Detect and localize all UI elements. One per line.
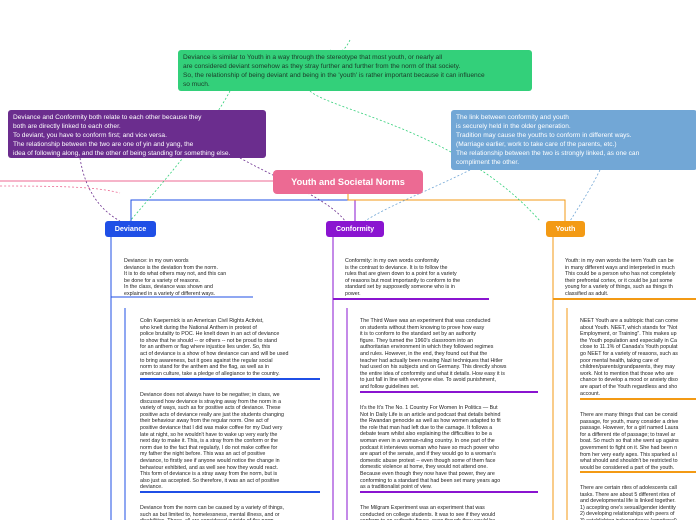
milgram-experiment-topic[interactable]: The Milgram Experiment was an experiment…	[360, 505, 496, 520]
branch-conformity[interactable]: Conformity	[326, 221, 384, 237]
central-to-youth	[347, 194, 566, 221]
underline	[140, 491, 320, 493]
left-pink-dashed-connector	[0, 185, 121, 194]
blue-note-to-conformity	[364, 169, 471, 222]
positive-deviance-topic[interactable]: Deviance does not always have to be nega…	[140, 392, 284, 491]
rites-of-passage-topic[interactable]: There are many things that can be consid…	[580, 412, 679, 471]
neet-youth-topic[interactable]: NEET Youth are a subtopic that can come …	[580, 318, 679, 397]
underline	[580, 398, 696, 400]
central-to-conformity	[347, 194, 356, 221]
underline	[333, 298, 489, 300]
conformity-youth-relationship-note[interactable]: The link between conformity and youth is…	[451, 110, 696, 170]
underline	[360, 391, 538, 393]
branch-youth[interactable]: Youth	[546, 221, 585, 237]
underline	[580, 471, 696, 473]
green-note-to-deviance	[129, 90, 231, 222]
green-note-to-youth	[309, 90, 541, 222]
third-wave-topic[interactable]: The Third Wave was an experiment that wa…	[360, 318, 507, 390]
underline	[140, 378, 320, 380]
colin-kaepernick-topic[interactable]: Colin Kaepernick is an American Civil Ri…	[140, 318, 289, 377]
branch-deviance[interactable]: Deviance	[105, 221, 156, 237]
purple-note-to-deviance	[79, 157, 121, 222]
central-to-deviance	[130, 194, 349, 221]
youth-definition-topic[interactable]: Youth: in my own words the term Youth ca…	[565, 258, 676, 297]
central-topic[interactable]: Youth and Societal Norms	[273, 170, 423, 194]
blue-note-to-youth	[569, 169, 601, 222]
adolescent-tasks-topic[interactable]: There are certain rites of adolescents c…	[580, 485, 677, 520]
conformity-definition-topic[interactable]: Conformity: in my own words conformity i…	[345, 258, 461, 297]
rwanda-women-topic[interactable]: It's the It's The No. 1 Country For Wome…	[360, 405, 501, 491]
underline	[553, 298, 696, 300]
deviance-definition-topic[interactable]: Deviance: in my own words deviance is th…	[124, 258, 227, 297]
deviance-youth-relationship-note[interactable]: Deviance is similar to Youth in a way th…	[178, 50, 532, 91]
deviance-conformity-relationship-note[interactable]: Deviance and Conformity both relate to e…	[8, 110, 266, 158]
underline	[360, 491, 538, 493]
deviance-causes-topic[interactable]: Deviance from the norm can be caused by …	[140, 505, 284, 520]
